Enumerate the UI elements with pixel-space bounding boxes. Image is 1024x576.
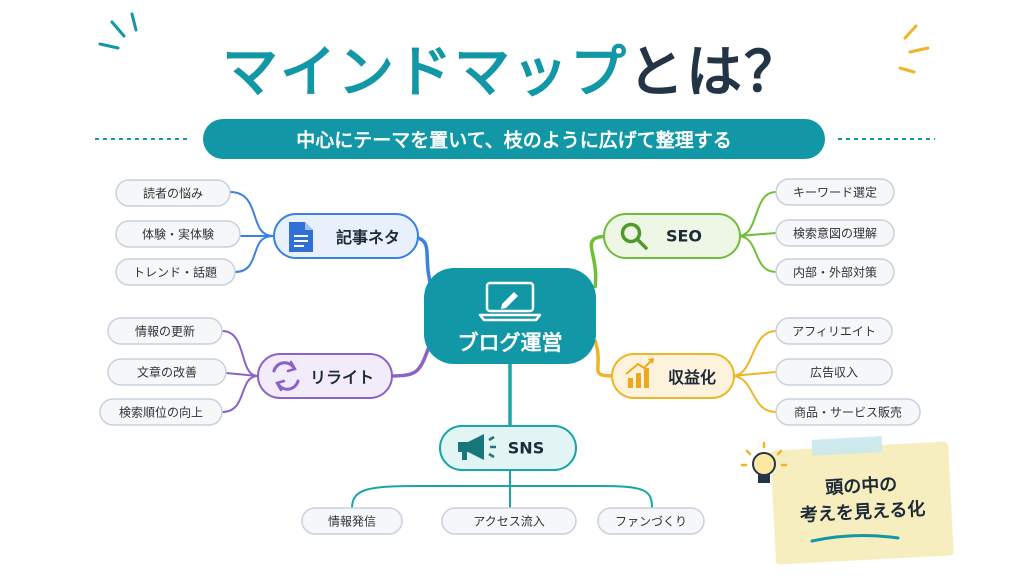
leaf-link-seo-2 [737, 232, 777, 237]
branch-label-sns: SNS [507, 438, 545, 458]
bar-chart-icon [625, 358, 654, 388]
leaf-label: 文章の改善 [136, 365, 198, 380]
leaf-pill-seo-1 [775, 178, 895, 206]
leaf-pill-seo-2 [775, 219, 895, 247]
leaf-label: 広告収入 [809, 365, 859, 380]
leaf-pill-monetize-1 [775, 317, 893, 345]
leaf-label: 体験・実体験 [141, 227, 215, 242]
branch-label-seo: SEO [665, 226, 703, 246]
leaf-label: 商品・サービス販売 [793, 405, 903, 420]
branch-label-monetize: 収益化 [667, 368, 717, 387]
center-label: ブログ運営 [457, 331, 563, 355]
leaf-label: 検索順位の向上 [118, 405, 204, 420]
leaf-link-rewrite-3 [221, 375, 259, 413]
leaf-link-monetize-3 [731, 375, 777, 413]
leaf-label: 検索意図の理解 [792, 226, 878, 241]
branch-node-seo [603, 213, 741, 259]
document-icon [289, 222, 313, 252]
leaf-label: トレンド・話題 [132, 265, 218, 280]
title-sparkle-right-icon [898, 24, 930, 74]
refresh-icon [272, 360, 300, 392]
leaf-pill-monetize-3 [775, 398, 921, 426]
branch-node-sns [439, 425, 577, 471]
leaf-link-article-3 [234, 235, 274, 273]
lightbulb-icon [740, 441, 788, 483]
leaf-link-seo-1 [737, 191, 777, 237]
subtitle-pill [203, 119, 825, 159]
megaphone-icon [458, 434, 496, 460]
leaf-pills [99, 178, 921, 535]
search-icon [620, 222, 648, 250]
leaf-pill-sns-3 [597, 507, 705, 535]
page-title-suffix: とは？ [628, 40, 802, 106]
leaf-pill-rewrite-1 [107, 317, 223, 345]
leaf-pill-article-3 [115, 258, 236, 286]
leaf-pill-sns-1 [301, 507, 403, 535]
leaf-link-rewrite-2 [225, 372, 259, 377]
leaf-label: ファンづくり [614, 514, 688, 529]
leaf-pill-article-2 [115, 220, 241, 248]
leaf-pill-sns-2 [441, 507, 577, 535]
laptop-icon [478, 281, 542, 322]
leaf-pill-seo-3 [775, 258, 895, 286]
leaf-pill-article-1 [115, 179, 231, 207]
leaf-label: アクセス流入 [473, 514, 545, 529]
link-monetize [593, 339, 619, 378]
leaf-pill-rewrite-2 [107, 358, 227, 386]
leaf-pill-monetize-2 [775, 358, 893, 386]
sticky-note-text: 頭の中の 考えを見える化 [798, 471, 926, 529]
leaf-link-sns [351, 468, 653, 509]
leaf-label: 情報の更新 [134, 324, 196, 339]
leaf-link-rewrite-1 [221, 330, 259, 377]
leaf-link-monetize-1 [731, 330, 777, 377]
branch-node-monetize [611, 353, 735, 399]
branch-label-rewrite: リライト [309, 368, 375, 387]
sticky-note [770, 436, 954, 565]
leaf-label: 内部・外部対策 [792, 265, 878, 280]
leaf-pill-rewrite-3 [99, 398, 223, 426]
page-title-main: マインドマップ [222, 40, 628, 106]
leaf-label: アフィリエイト [792, 324, 876, 339]
leaf-link-monetize-2 [731, 371, 777, 377]
link-seo [589, 234, 613, 289]
subtitle: 中心にテーマを置いて、枝のように広げて整理する [296, 129, 732, 152]
leaf-label: 読者の悩み [142, 186, 204, 201]
branch-label-article: 記事ネタ [335, 228, 401, 247]
page-title: マインドマップとは？ [222, 28, 802, 109]
leaf-label: 情報発信 [327, 514, 377, 529]
leaf-link-article-1 [229, 191, 274, 237]
title-sparkle-left-icon [98, 12, 138, 50]
leaf-label: キーワード選定 [792, 185, 878, 200]
leaf-link-seo-3 [737, 235, 777, 273]
